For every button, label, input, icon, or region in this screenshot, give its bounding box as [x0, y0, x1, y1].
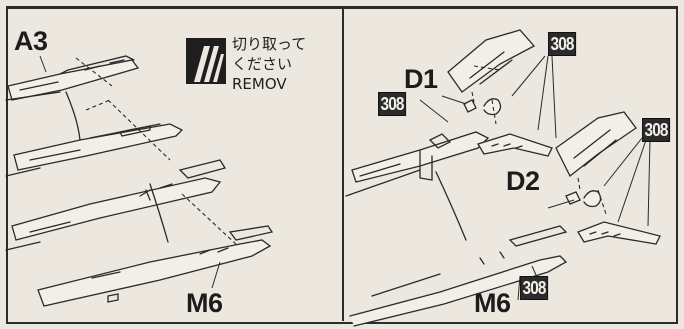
- plate-lower: [577, 221, 661, 245]
- callout-a3: A3: [14, 26, 48, 56]
- cut-off-marker-icon: [186, 38, 226, 84]
- panel-divider: [342, 8, 344, 321]
- remove-note: 切り取って ください REMOV: [186, 34, 346, 104]
- part-badge-308-bottom: 308: [520, 276, 549, 300]
- callout-d2: D2: [506, 166, 540, 196]
- wing-part-lower: [11, 177, 222, 241]
- wing-part-m6: [37, 239, 272, 307]
- callout-d1: D1: [404, 64, 438, 94]
- callout-m6-left: M6: [186, 288, 223, 318]
- remove-line-3: REMOV: [232, 75, 287, 93]
- callout-m6-right: M6: [474, 288, 511, 318]
- wing-m6-right: [349, 255, 568, 327]
- pylon-upper: [447, 29, 536, 93]
- pylon-lower: [555, 111, 637, 178]
- part-badge-308-top: 308: [548, 32, 577, 56]
- plate-upper: [477, 133, 553, 157]
- remove-instruction: 切り取って ください REMOV: [232, 34, 306, 94]
- diagram-frame: [6, 6, 678, 324]
- part-badge-308-left: 308: [378, 92, 407, 116]
- remove-line-2: ください: [232, 55, 293, 73]
- part-badge-308-right: 308: [642, 118, 671, 142]
- remove-line-1: 切り取って: [232, 35, 307, 53]
